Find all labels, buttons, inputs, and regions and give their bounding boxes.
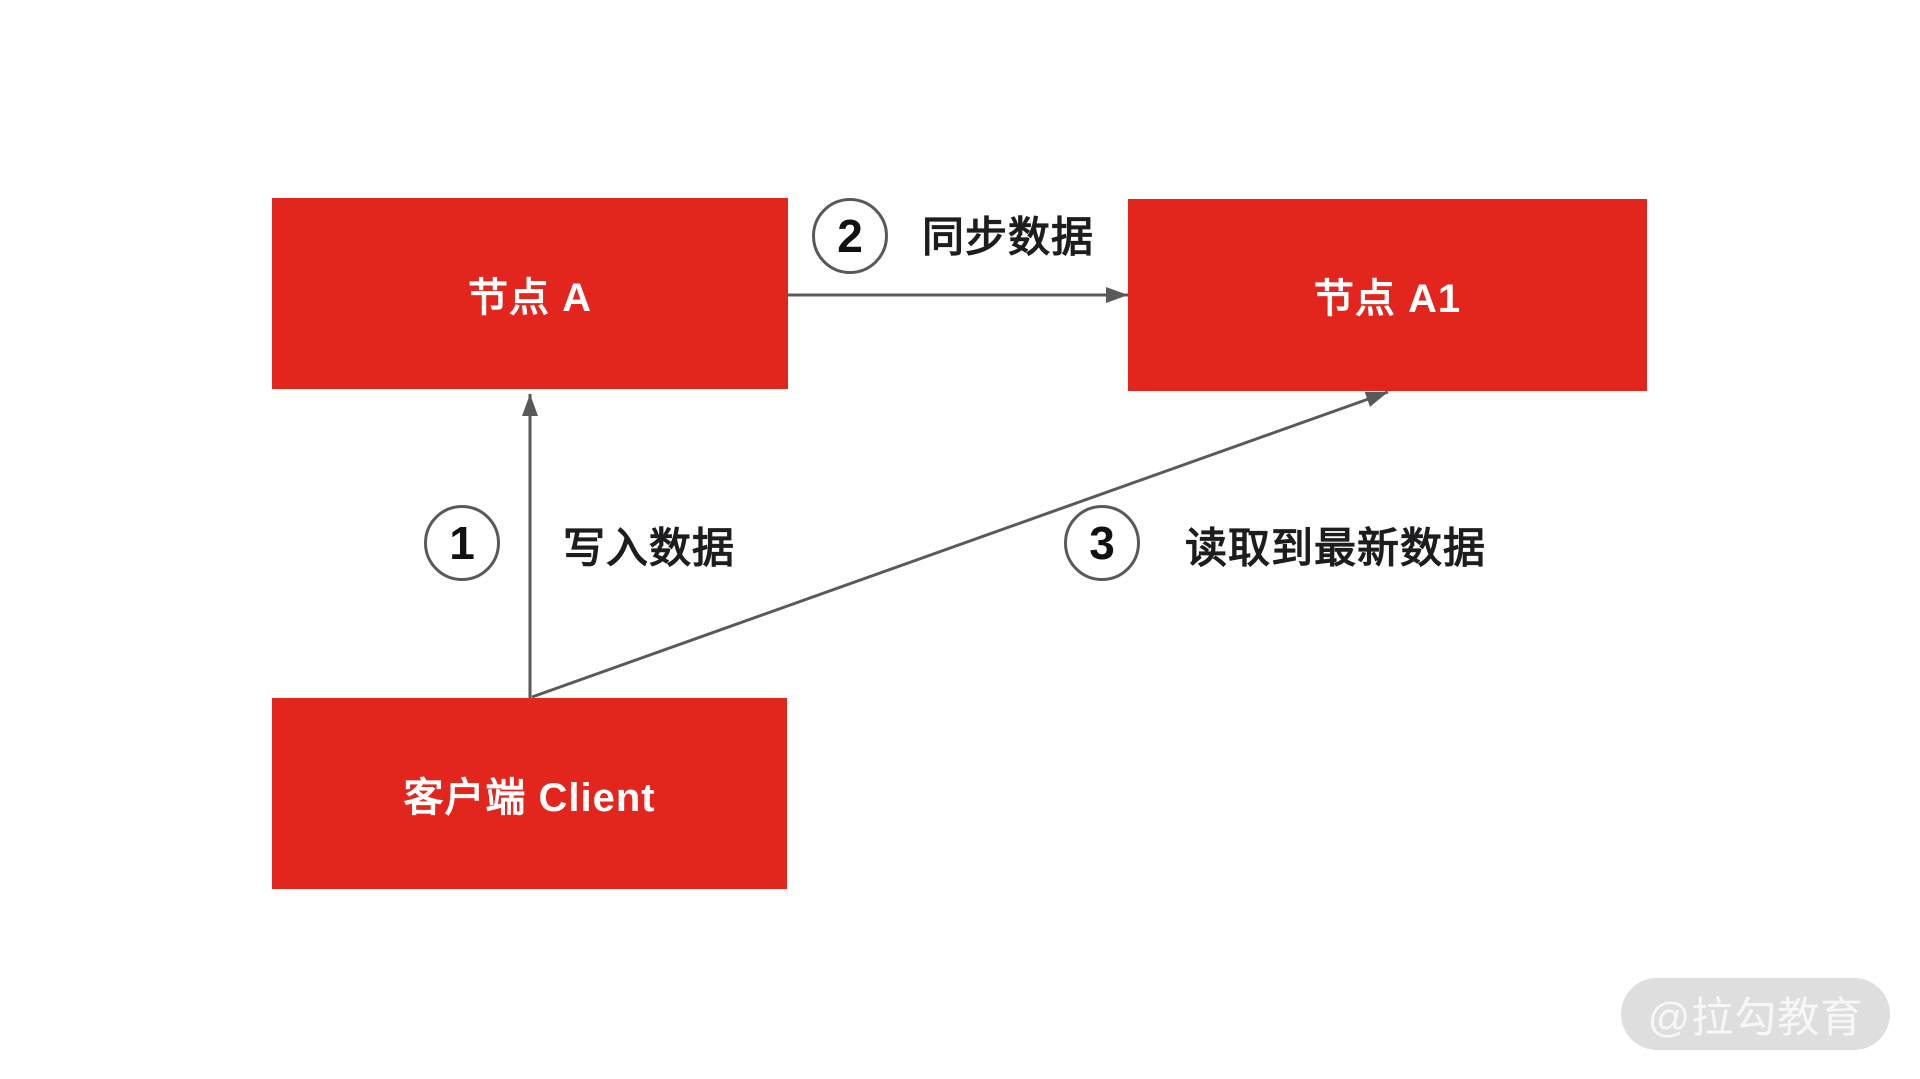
step-2-number: 2: [837, 210, 863, 262]
node-a1-box: 节点 A1: [1128, 199, 1647, 391]
step-2-label: 同步数据: [922, 213, 1095, 261]
step-3-badge: 3: [1064, 505, 1140, 581]
watermark-text: @拉勾教育: [1647, 993, 1864, 1041]
client-box: 客户端 Client: [272, 698, 787, 889]
node-a1-label: 节点 A1: [1313, 277, 1462, 321]
step-3-number: 3: [1089, 517, 1115, 569]
client-label: 客户端 Client: [403, 775, 656, 820]
step-2-badge: 2: [812, 198, 888, 274]
node-a-box: 节点 A: [272, 198, 788, 389]
step-1-label: 写入数据: [563, 524, 736, 572]
arrow-read-latest-data: [531, 390, 1389, 699]
step-1-badge: 1: [424, 505, 500, 581]
node-a-label: 节点 A: [468, 275, 592, 320]
step-1-number: 1: [449, 517, 475, 569]
step-3-label: 读取到最新数据: [1185, 524, 1487, 572]
watermark-badge: @拉勾教育: [1621, 978, 1890, 1050]
